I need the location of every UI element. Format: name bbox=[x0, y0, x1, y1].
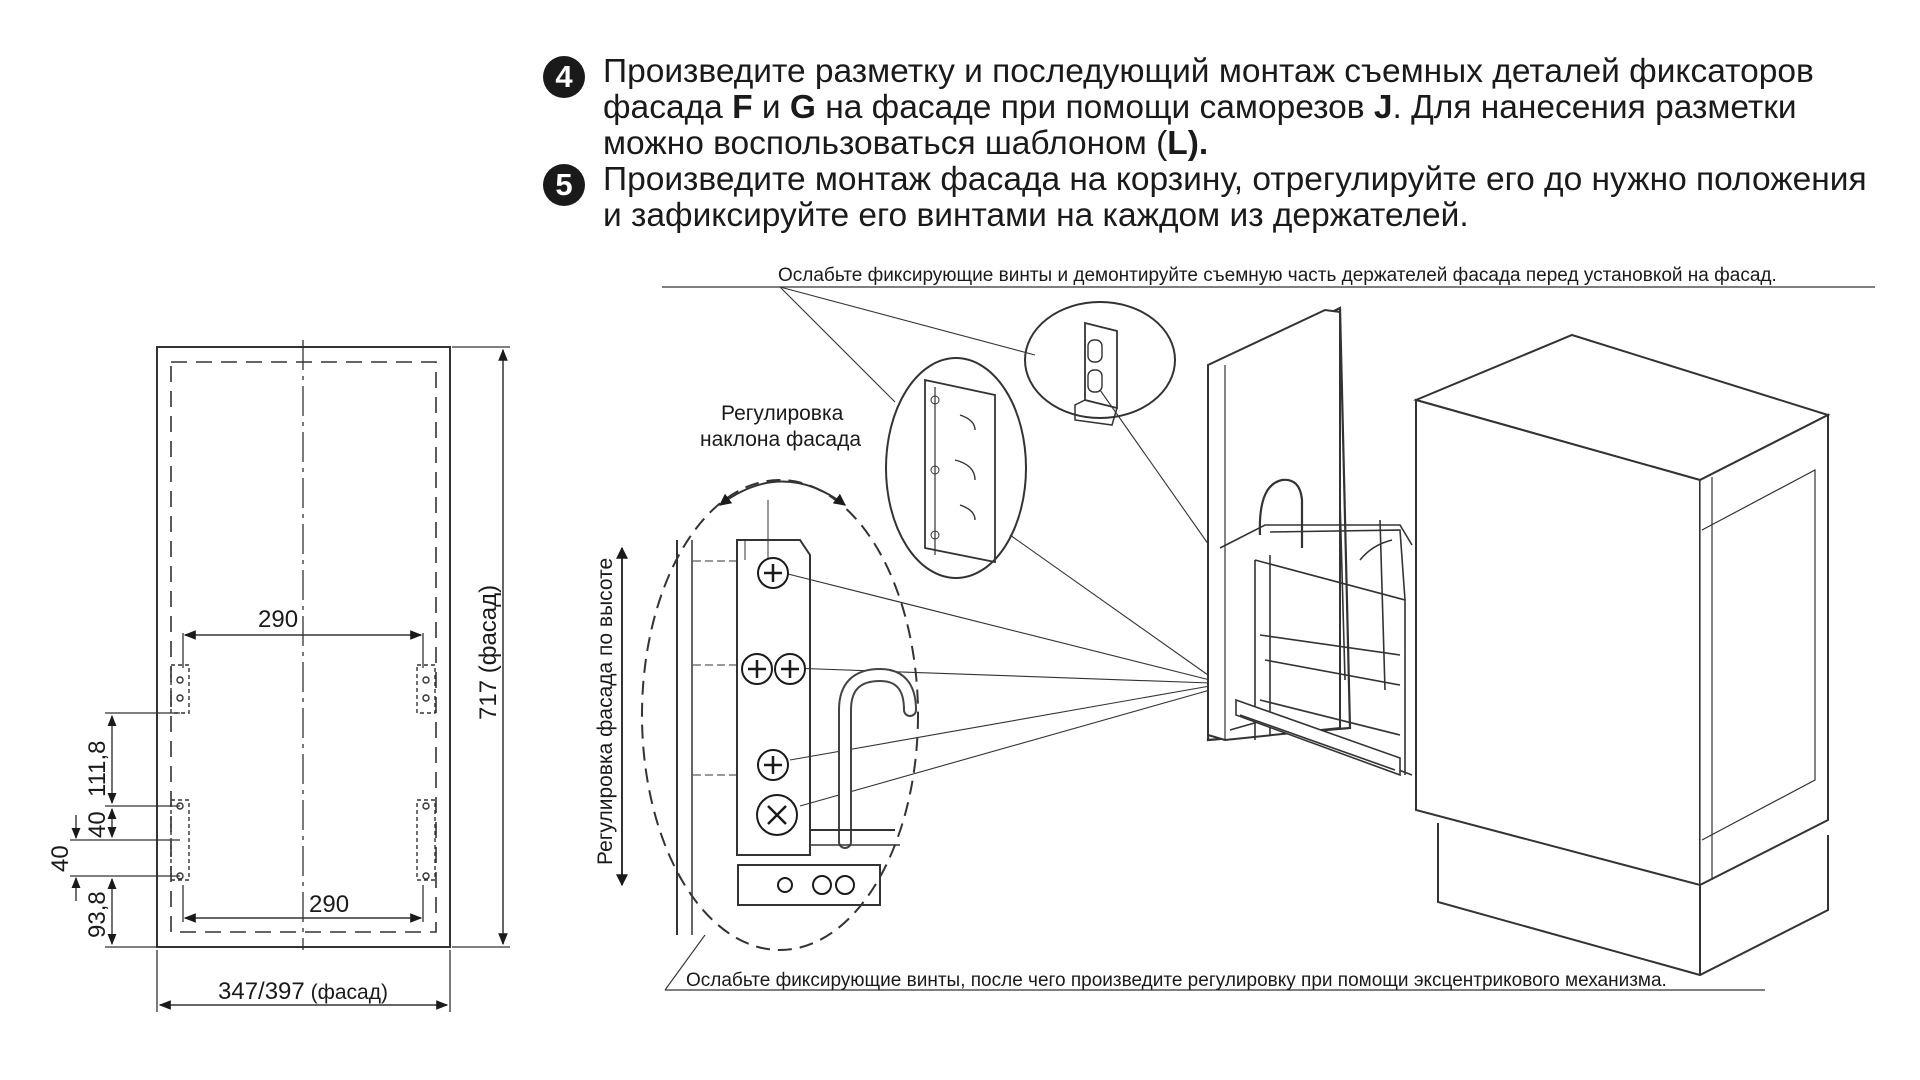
dim-111-8: 111,8 bbox=[84, 741, 111, 798]
step-5-line-1: Произведите монтаж фасада на корзину, от… bbox=[603, 161, 1867, 198]
dim-height-717: 717 (фасад) bbox=[475, 585, 502, 720]
detail-zoom bbox=[616, 479, 919, 951]
screw-icon bbox=[812, 875, 832, 895]
front-panel-drawing bbox=[70, 340, 510, 1012]
cabinet-isometric bbox=[1206, 306, 1831, 977]
dim-40-inner: 40 bbox=[84, 811, 111, 838]
step-4-line-2: фасада F и G на фасаде при помощи саморе… bbox=[603, 89, 1797, 126]
height-adjust-label: Регулировка фасада по высоте bbox=[594, 558, 617, 865]
fixing-marks bbox=[170, 664, 436, 881]
callout-leaders bbox=[662, 286, 1875, 991]
top-note: Ослабьте фиксирующие винты и демонтируйт… bbox=[778, 265, 1777, 286]
step-4: 4 Произведите разметку и последующий мон… bbox=[543, 54, 1883, 162]
screw-icon bbox=[835, 875, 855, 895]
tilt-label-line-1: Регулировка bbox=[721, 402, 844, 425]
step-4-line-1: Произведите разметку и последующий монта… bbox=[603, 53, 1814, 90]
screw-icon bbox=[777, 877, 793, 893]
bracket-callout-left bbox=[885, 357, 1027, 579]
pull-out-basket bbox=[1219, 478, 1413, 777]
step-5: 5 Произведите монтаж фасада на корзину, … bbox=[543, 162, 1883, 234]
dim-93-8: 93,8 bbox=[84, 891, 111, 938]
step-4-line-3: можно воспользоваться шаблоном (L). bbox=[603, 125, 1209, 162]
bracket-callout-right bbox=[1024, 301, 1176, 419]
cabinet-right-side bbox=[1699, 413, 1829, 886]
bracket-callouts bbox=[885, 301, 1176, 579]
dim-width-suffix: (фасад) bbox=[305, 981, 388, 1004]
cabinet-front-side bbox=[1415, 398, 1701, 887]
instructions: 4 Произведите разметку и последующий мон… bbox=[543, 54, 1883, 234]
step-number-badge: 5 bbox=[543, 164, 585, 206]
dim-40-outer: 40 bbox=[47, 845, 74, 872]
step-number-badge: 4 bbox=[543, 56, 585, 98]
dim-290-bottom: 290 bbox=[309, 891, 349, 918]
screw-icon-group bbox=[741, 557, 855, 895]
dim-290-top: 290 bbox=[258, 606, 298, 633]
detail-oval bbox=[641, 479, 919, 951]
bottom-note: Ослабьте фиксирующие винты, после чего п… bbox=[686, 970, 1667, 991]
tilt-label-line-2: наклона фасада bbox=[700, 428, 861, 451]
dim-width-main: 347/397 bbox=[218, 978, 305, 1005]
step-5-line-2: и зафиксируйте его винтами на каждом из … bbox=[603, 197, 1469, 234]
dim-width: 347/397 (фасад) bbox=[218, 978, 388, 1005]
